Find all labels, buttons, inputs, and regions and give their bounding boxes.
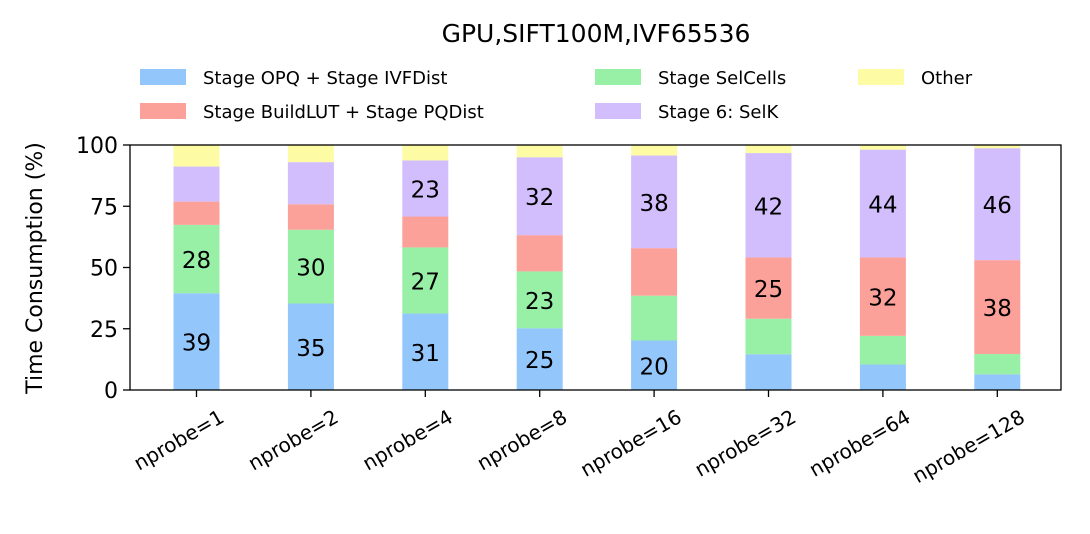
bar-segment [173,145,220,167]
bar-value-label: 44 [868,193,897,219]
x-tick-label: nprobe=1 [130,405,228,476]
bar-value-label: 35 [296,336,325,362]
bar-segment [859,364,906,390]
x-tick-label: nprobe=128 [908,405,1029,488]
bar-value-label: 25 [525,348,554,374]
legend-label: Stage SelCells [658,68,786,89]
bar-segment [745,145,792,154]
y-tick-label: 100 [76,134,118,159]
bar-segment [173,166,220,202]
bar-segment [402,313,449,390]
bar-segment [745,318,792,355]
legend-item: Stage 6: SelK [595,102,779,123]
bar-segment [631,145,678,156]
bar-segment [974,353,1021,375]
legend-swatch [140,69,186,85]
bar-segment [859,257,906,336]
bar-segment [745,153,792,258]
x-tick-label: nprobe=2 [244,405,342,476]
bar-segment [402,145,449,161]
legend-swatch [858,69,904,85]
bar-value-label: 30 [296,256,325,282]
y-axis: 0 25 50 75 100 [76,134,130,404]
bar-value-label: 38 [639,191,668,217]
bar-value-label: 28 [182,248,211,274]
bar-segment [745,354,792,390]
bar-segment [631,155,678,249]
legend-label: Stage BuildLUT + Stage PQDist [203,102,484,123]
bar-segment [402,247,449,314]
bar-value-label: 23 [411,177,440,203]
plot-frame [129,144,1062,391]
bar-value-label: 46 [983,193,1012,219]
legend-item: Stage OPQ + Stage IVFDist [140,68,447,89]
legend-swatch [595,103,641,119]
bar-segment [974,260,1021,354]
bar-segment [402,216,449,248]
bar-segment [173,224,220,294]
bar-segment [631,295,678,341]
legend-item: Other [858,68,973,89]
x-tick-label: nprobe=16 [576,405,686,482]
bar-value-label: 23 [525,289,554,315]
y-axis-label: Time Consumption (%) [23,142,48,395]
bar-segment [745,257,792,319]
bar-segment [287,303,334,390]
x-tick-label: nprobe=32 [690,405,800,482]
legend-item: Stage SelCells [595,68,786,89]
bar-segment [974,148,1021,261]
x-tick-label: nprobe=8 [473,405,571,476]
bar-value-label: 20 [639,354,668,380]
bar-segment [974,145,1021,149]
legend-label: Other [921,68,973,89]
bar-segment [516,157,563,236]
bar-segment [402,160,449,217]
legend-swatch [140,103,186,119]
bar-value-label: 42 [754,194,783,220]
bar-segment [287,145,334,163]
bars-layer [173,145,1021,390]
bar-value-label: 39 [182,331,211,357]
chart-title: GPU,SIFT100M,IVF65536 [442,19,751,48]
bar-value-label: 32 [868,286,897,312]
bar-segment [859,145,906,150]
bar-segment [287,204,334,230]
legend-label: Stage 6: SelK [658,102,779,123]
bar-segment [173,201,220,225]
bar-value-label: 31 [411,341,440,367]
bar-value-label: 38 [983,296,1012,322]
legend-item: Stage BuildLUT + Stage PQDist [140,102,484,123]
bar-segment [631,248,678,296]
bar-value-label: 27 [411,269,440,295]
bar-segment [287,162,334,205]
bar-segment [859,335,906,365]
y-tick-label: 75 [90,195,118,220]
bar-segment [173,293,220,390]
bar-value-label: 25 [754,277,783,303]
bar-segment [516,328,563,390]
legend-swatch [595,69,641,85]
x-tick-label: nprobe=4 [358,405,456,476]
bar-segment [516,235,563,272]
bar-segment [516,145,563,158]
bar-value-label: 32 [525,185,554,211]
bar-segment [859,149,906,258]
y-tick-label: 25 [90,318,118,343]
bar-segment [631,340,678,390]
bar-segment [974,374,1021,390]
x-tick-label: nprobe=64 [805,405,915,482]
y-tick-label: 50 [90,257,118,282]
legend-label: Stage OPQ + Stage IVFDist [203,68,447,89]
bar-segment [287,229,334,304]
bar-segment [516,271,563,329]
bar-labels-layer: 39 28 35 30 31 27 23 25 23 32 20 38 25 42 32 44 38 46 [182,177,1012,380]
y-tick-label: 0 [104,379,118,404]
